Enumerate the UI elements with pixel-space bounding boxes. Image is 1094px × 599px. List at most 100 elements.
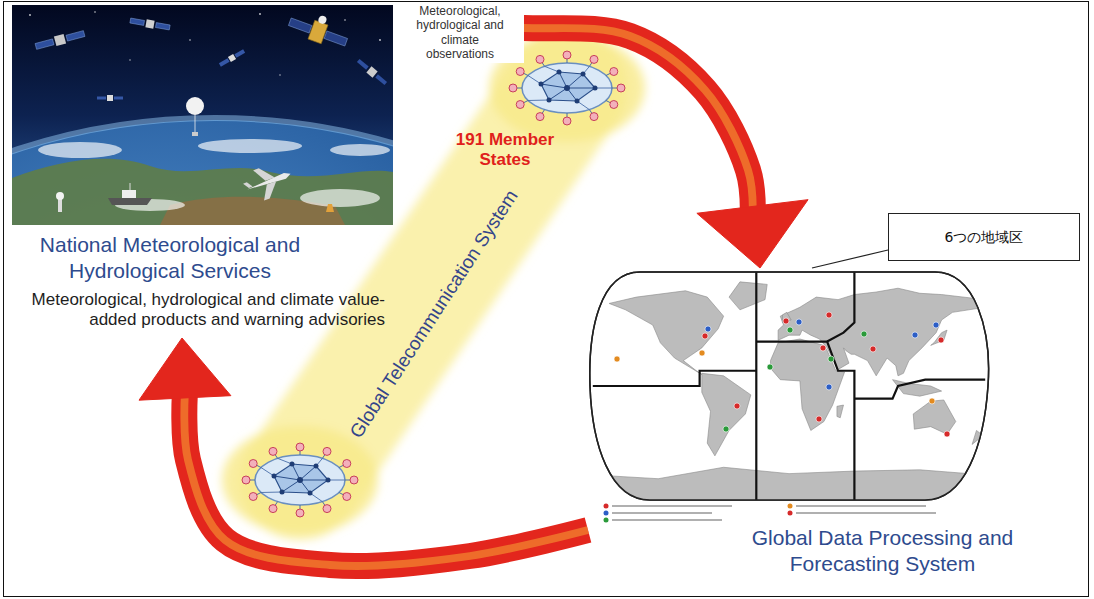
callout-box: 6つの地域区 bbox=[888, 213, 1080, 261]
world-map bbox=[912, 332, 918, 338]
network-band bbox=[222, 426, 378, 534]
satellite-photo bbox=[234, 49, 245, 57]
satellite-photo bbox=[12, 5, 393, 225]
satellite-photo bbox=[122, 190, 136, 198]
leader-line bbox=[812, 250, 888, 268]
satellite-photo bbox=[38, 139, 390, 211]
satellite-photo bbox=[186, 97, 204, 136]
member-count: 191 Member States bbox=[450, 130, 560, 171]
world-map bbox=[828, 356, 834, 362]
world-map bbox=[590, 272, 989, 500]
flow-label: Meteorological, hydrological and climate… bbox=[396, 3, 524, 63]
network-band bbox=[300, 88, 567, 480]
satellite-photo bbox=[300, 189, 380, 207]
satellite-photo bbox=[186, 97, 204, 115]
world-map bbox=[944, 431, 950, 437]
world-map bbox=[614, 312, 950, 437]
satellite-photo bbox=[330, 144, 390, 156]
world-map bbox=[755, 272, 757, 501]
satellite-photo bbox=[279, 74, 280, 75]
satellite-photo bbox=[12, 159, 393, 225]
world-map bbox=[861, 331, 867, 337]
world-map bbox=[702, 373, 751, 456]
world-map bbox=[787, 327, 793, 333]
world-map bbox=[826, 312, 832, 318]
satellite-photo bbox=[145, 19, 154, 28]
satellite-photo bbox=[29, 11, 381, 76]
satellite-photo bbox=[35, 39, 54, 49]
map-legend-marks bbox=[604, 504, 609, 509]
world-map bbox=[816, 416, 822, 422]
satellite-photo bbox=[189, 39, 191, 41]
satellite-photo bbox=[379, 39, 381, 41]
world-map bbox=[590, 272, 989, 501]
world-map bbox=[723, 426, 729, 432]
flow-arrow-highlight bbox=[184, 395, 588, 566]
world-map bbox=[593, 272, 985, 501]
flow-arrow bbox=[397, 27, 808, 268]
world-map bbox=[593, 371, 757, 386]
world-map bbox=[590, 272, 989, 500]
world-map bbox=[929, 398, 935, 404]
world-map bbox=[729, 282, 767, 310]
satellite-photo bbox=[317, 15, 327, 25]
world-map bbox=[854, 380, 985, 399]
world-map bbox=[609, 291, 723, 376]
map-legend-marks bbox=[604, 518, 609, 523]
map-legend-marks bbox=[612, 519, 722, 521]
world-map bbox=[938, 337, 944, 343]
satellite-photo bbox=[286, 6, 352, 52]
map-legend-marks bbox=[612, 505, 732, 507]
leader-line-shaft bbox=[812, 250, 888, 268]
satellite-photo bbox=[12, 5, 393, 225]
map-legend-marks bbox=[796, 512, 936, 514]
world-map bbox=[783, 318, 789, 324]
frame-border bbox=[4, 2, 1089, 597]
satellite-photo bbox=[326, 204, 334, 212]
satellite-photo bbox=[243, 181, 253, 189]
processing-panel: Global Data Processing and Forecasting S… bbox=[588, 268, 1028, 590]
flow-arrow-shaft bbox=[184, 395, 588, 566]
world-map bbox=[826, 384, 832, 390]
satellite-photo bbox=[56, 192, 64, 200]
satellite-photo bbox=[219, 58, 230, 66]
satellite-photo bbox=[108, 183, 152, 205]
satellite-photo bbox=[130, 18, 145, 25]
service-title: National Meteorological and Hydrological… bbox=[20, 232, 320, 285]
satellite-photo bbox=[253, 164, 275, 183]
satellite-photo bbox=[130, 183, 131, 190]
satellite-photo bbox=[366, 66, 377, 77]
satellite-photo bbox=[356, 57, 389, 86]
satellite-photo bbox=[155, 23, 170, 30]
world-map bbox=[837, 405, 844, 418]
world-map bbox=[756, 342, 854, 501]
world-map bbox=[767, 364, 773, 370]
satellite-photo bbox=[56, 192, 64, 212]
world-map bbox=[614, 356, 620, 362]
arrowhead bbox=[697, 200, 808, 268]
world-map bbox=[931, 330, 947, 345]
world-map bbox=[593, 272, 985, 501]
world-map bbox=[933, 322, 939, 328]
satellite-photo bbox=[129, 59, 130, 60]
satellite-photo bbox=[228, 54, 236, 62]
arrowhead bbox=[139, 338, 231, 400]
world-map bbox=[827, 272, 854, 342]
satellite-photo bbox=[38, 142, 122, 158]
satellite-photo bbox=[308, 20, 328, 44]
world-map bbox=[820, 345, 826, 351]
satellite-photo bbox=[12, 118, 393, 225]
satellite-photo bbox=[130, 17, 171, 32]
satellite-photo bbox=[259, 181, 281, 200]
satellite-photo bbox=[97, 97, 106, 100]
map-legend-marks bbox=[788, 511, 793, 516]
network-icon bbox=[509, 51, 625, 125]
satellite-photo bbox=[259, 13, 261, 15]
map-legend-marks bbox=[788, 504, 793, 509]
map-legend-marks bbox=[796, 505, 926, 507]
satellite-photo bbox=[35, 29, 86, 52]
world-map bbox=[593, 467, 985, 500]
satellite-photo bbox=[94, 11, 96, 13]
world-map bbox=[705, 326, 711, 332]
satellite-photo bbox=[58, 198, 62, 212]
